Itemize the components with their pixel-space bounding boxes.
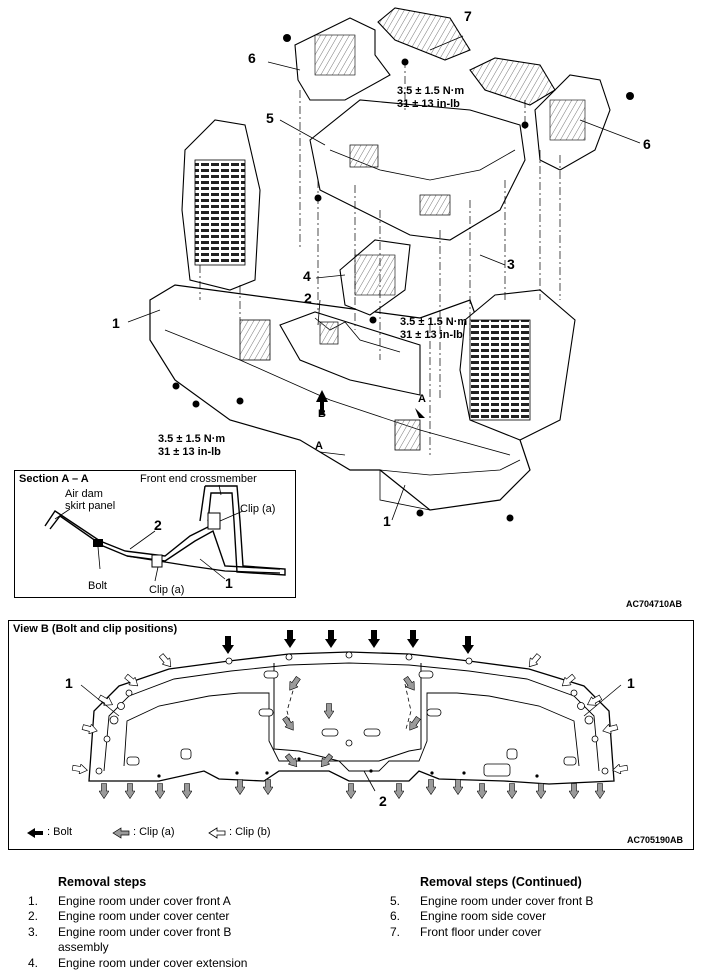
legend-bolt: : Bolt — [47, 826, 73, 838]
section-title: Section A – A — [19, 473, 89, 485]
legend-clip-b: : Clip (b) — [229, 826, 271, 838]
section-a-label-left: A — [315, 440, 323, 452]
view-b-part-1-left: 1 — [65, 675, 73, 691]
removal-step: 4. Engine room under cover extension — [28, 956, 328, 972]
removal-step: 5. Engine room under cover front B — [390, 894, 690, 910]
part-5-under-cover-front-b — [309, 99, 526, 241]
step-text: Engine room side cover — [420, 909, 547, 923]
torque-spec-line2: 31 ± 13 in-lb — [397, 98, 460, 110]
callout-6-right: 6 — [643, 136, 651, 152]
torque-spec-line2: 31 ± 13 in-lb — [400, 329, 463, 341]
view-b-part-1-right: 1 — [627, 675, 635, 691]
bolt-label: Bolt — [88, 580, 107, 592]
removal-step: 2. Engine room under cover center — [28, 909, 328, 925]
view-b-drawing — [27, 630, 629, 839]
view-b-arrow-label: B — [318, 408, 326, 420]
step-text: Engine room under cover extension — [58, 955, 248, 970]
callout-4: 4 — [303, 268, 311, 284]
section-a-a-drawing — [44, 484, 286, 582]
exploded-view-drawing — [127, 7, 641, 522]
step-text: Front floor under cover — [420, 924, 542, 939]
removal-steps-continued-title: Removal steps (Continued) — [420, 875, 582, 889]
section-a-a-inset: Section A – A Front end crossmember Air … — [14, 470, 296, 598]
part-7-floor-cover-right — [469, 57, 556, 106]
step-text: Engine room under cover front A — [58, 893, 231, 908]
step-number: 2. — [28, 909, 39, 923]
step-text: Engine room under cover front B — [420, 893, 594, 908]
step-number: 5. — [390, 893, 401, 908]
callout-1-bottom: 1 — [383, 513, 391, 529]
step-number: 4. — [28, 955, 39, 970]
callout-7: 7 — [464, 8, 472, 24]
front-end-crossmember-label: Front end crossmember — [140, 473, 257, 485]
removal-steps-title: Removal steps — [58, 875, 147, 889]
torque-spec-line2: 31 ± 13 in-lb — [158, 446, 221, 458]
removal-step: 1. Engine room under cover front A — [28, 894, 328, 910]
diagram-code-view-b: AC705190AB — [627, 835, 684, 845]
torque-spec-bottom: 3.5 ± 1.5 N·m 31 ± 13 in-lb — [158, 433, 225, 459]
removal-steps-list: 1. Engine room under cover front A 2. Engi… — [28, 894, 328, 972]
callout-2: 2 — [304, 290, 312, 306]
removal-step: 7. Front floor under cover — [390, 925, 690, 941]
part-7-floor-cover-left — [377, 7, 471, 61]
legend-clip-a: : Clip (a) — [133, 826, 175, 838]
air-dam-label-line2: skirt panel — [65, 500, 116, 512]
clip-a-top-label: Clip (a) — [240, 503, 276, 515]
removal-step: 6. Engine room side cover — [390, 909, 690, 925]
step-text: Engine room under cover center — [58, 909, 230, 923]
removal-steps-continued: Removal steps (Continued) 5. Engine room … — [390, 875, 690, 940]
section-a-label-right: A — [418, 393, 426, 405]
step-number: 3. — [28, 924, 39, 939]
diagram-code-main: AC704710AB — [626, 599, 683, 609]
callout-5: 5 — [266, 110, 274, 126]
view-b-title: View B (Bolt and clip positions) — [13, 623, 178, 635]
torque-spec-middle: 3.5 ± 1.5 N·m 31 ± 13 in-lb — [400, 316, 467, 342]
step-number: 7. — [390, 924, 401, 939]
torque-spec-top: 3.5 ± 1.5 N·m 31 ± 13 in-lb — [397, 85, 464, 111]
torque-spec-line1: 3.5 ± 1.5 N·m — [397, 85, 465, 97]
removal-steps: Removal steps 1. Engine room under cover … — [28, 875, 328, 971]
view-b-panel: View B (Bolt and clip positions) 1 1 2 :… — [8, 620, 694, 850]
section-part-1: 1 — [225, 575, 233, 591]
callout-1-left: 1 — [112, 315, 120, 331]
clip-a-bottom-label: Clip (a) — [149, 584, 185, 596]
view-b-part-2: 2 — [379, 793, 387, 809]
removal-steps-continued-list: 5. Engine room under cover front B 6. Engi… — [390, 894, 690, 941]
torque-spec-line1: 3.5 ± 1.5 N·m — [158, 433, 226, 445]
section-part-2: 2 — [154, 517, 162, 533]
callout-6-left: 6 — [248, 50, 256, 66]
air-dam-label-line1: Air dam — [65, 488, 103, 500]
step-text: Engine room under cover front B assembly — [58, 924, 232, 955]
callout-3: 3 — [507, 256, 515, 272]
exploded-view-diagram: 6 5 7 6 1 2 4 3 1 3.5 ± 1.5 N·m 31 ± 13 … — [14, 7, 683, 609]
step-number: 6. — [390, 909, 401, 923]
step-number: 1. — [28, 893, 39, 908]
part-2-under-cover-center — [279, 311, 421, 396]
torque-spec-line1: 3.5 ± 1.5 N·m — [400, 316, 468, 328]
removal-step: 3. Engine room under cover front B assemb… — [28, 925, 268, 956]
